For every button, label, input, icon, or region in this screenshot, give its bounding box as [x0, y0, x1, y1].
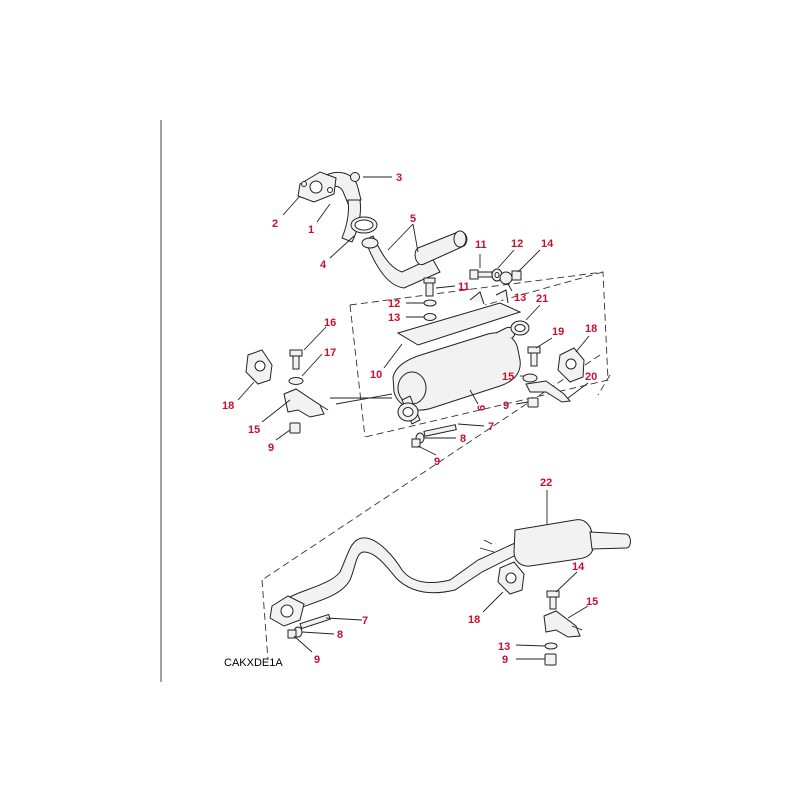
- callout-9: 9: [503, 400, 509, 412]
- muffler-gasket: [510, 320, 530, 336]
- diagram-reference-code: CAKXDE1A: [224, 657, 283, 669]
- rear-silencer: [479, 519, 631, 567]
- mount-nut-left: [289, 422, 301, 434]
- callout-11: 11: [458, 281, 470, 293]
- callout-2: 2: [272, 218, 278, 230]
- rubber-mount-left: [245, 349, 273, 385]
- callout-labels: 2 1 3 4 5 11 12 14 13 21 11 12 13 16 17 …: [222, 172, 598, 666]
- rear-clamp-bolt: [299, 613, 331, 630]
- callout-9: 9: [434, 456, 440, 468]
- callout-18: 18: [585, 323, 597, 335]
- callout-12: 12: [511, 238, 523, 250]
- rubber-mount-right: [557, 347, 585, 383]
- mount-bolt-left: [289, 349, 303, 370]
- callout-21: 21: [536, 293, 548, 305]
- callout-8: 8: [337, 629, 343, 641]
- callout-13: 13: [498, 641, 510, 653]
- callout-17: 17: [324, 347, 336, 359]
- shield-washer: [423, 299, 437, 307]
- shield-nut: [423, 313, 437, 321]
- callout-15: 15: [502, 371, 514, 383]
- front-muffler: [392, 326, 521, 425]
- callout-14: 14: [541, 238, 554, 250]
- mount-bolt-right: [527, 346, 541, 367]
- callout-9: 9: [268, 442, 274, 454]
- callout-4: 4: [320, 259, 327, 271]
- mount-nut-right: [527, 397, 539, 408]
- callout-16: 16: [324, 317, 336, 329]
- front-pipe-flange: [297, 171, 337, 203]
- callout-8: 8: [460, 433, 466, 445]
- intermediate-pipe: [361, 235, 441, 289]
- callout-3: 3: [396, 172, 402, 184]
- rear-mount-nut: [544, 642, 558, 650]
- tail-pipe: [283, 537, 521, 613]
- rear-clamp-nut: [287, 629, 297, 639]
- callout-9: 9: [314, 654, 320, 666]
- callout-13: 13: [514, 292, 526, 304]
- callout-19: 19: [552, 326, 564, 338]
- callout-7: 7: [488, 421, 494, 433]
- fixing-nut: [511, 270, 522, 281]
- mount-bracket-left: [283, 388, 329, 418]
- fixing-bolt: [469, 269, 493, 280]
- clamp-nut: [411, 438, 421, 448]
- rear-mount-bracket: [543, 610, 583, 638]
- callout-20: 20: [585, 371, 597, 383]
- callout-7: 7: [362, 615, 368, 627]
- front-pipe-nut: [350, 172, 360, 182]
- pipe-shield: [414, 230, 468, 266]
- clamp-bolt: [423, 424, 457, 437]
- rubber-mount-rear: [497, 561, 525, 595]
- callout-10: 10: [370, 369, 382, 381]
- callout-14: 14: [572, 561, 585, 573]
- mount-washer-right: [522, 373, 538, 383]
- callout-9: 9: [502, 654, 508, 666]
- callout-15: 15: [248, 424, 260, 436]
- callout-18: 18: [468, 614, 480, 626]
- heat-shield: [396, 289, 522, 346]
- shield-bolt: [423, 277, 436, 297]
- rear-mount-bolt: [546, 590, 560, 610]
- leader-lines: [237, 176, 590, 660]
- callout-13: 13: [388, 312, 400, 324]
- callout-5: 5: [410, 213, 416, 225]
- fixing-washer: [491, 268, 503, 282]
- mount-washer-left: [288, 377, 304, 385]
- tail-pipe-flange: [269, 595, 305, 627]
- rear-mount-locknut: [544, 653, 557, 666]
- fixing-mount: [499, 271, 513, 285]
- callout-11: 11: [475, 239, 487, 251]
- clamp-ring: [350, 216, 378, 234]
- mount-bracket-right: [525, 380, 571, 403]
- callout-6: 6: [476, 405, 488, 411]
- callout-1: 1: [308, 224, 314, 236]
- callout-18: 18: [222, 400, 234, 412]
- callout-22: 22: [540, 477, 552, 489]
- callout-12: 12: [388, 298, 400, 310]
- callout-15: 15: [586, 596, 598, 608]
